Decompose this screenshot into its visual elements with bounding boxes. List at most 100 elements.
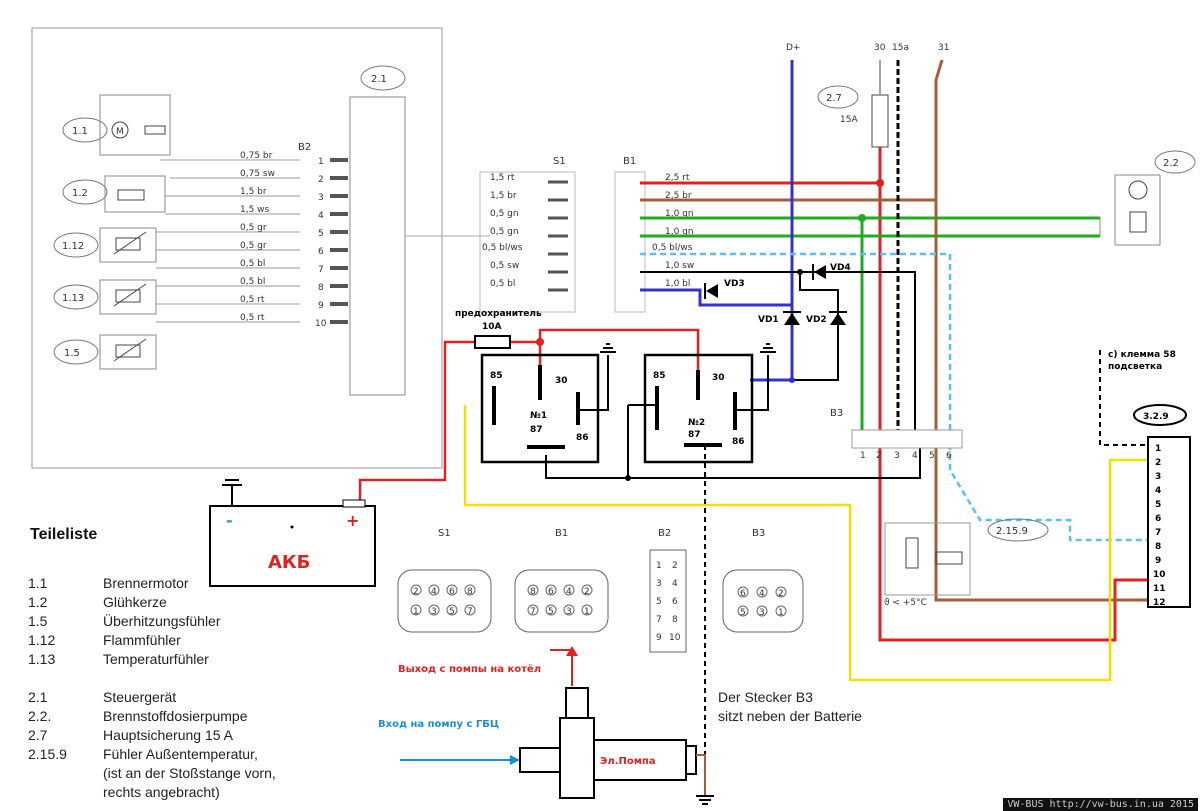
svg-text:7: 7 (1155, 528, 1161, 538)
svg-text:0,5 rt: 0,5 rt (240, 295, 265, 305)
b1-label: B1 (623, 156, 636, 167)
svg-text:VD2: VD2 (806, 315, 827, 325)
svg-text:2,5 br: 2,5 br (665, 191, 692, 201)
ground-icon (600, 343, 616, 353)
svg-text:ϑ < +5°C: ϑ < +5°C (884, 598, 927, 608)
svg-text:10: 10 (669, 633, 681, 643)
svg-text:подсветка: подсветка (1108, 362, 1162, 372)
svg-text:0,5 bl: 0,5 bl (240, 259, 265, 269)
svg-text:2: 2 (413, 587, 419, 597)
watermark: VW-BUS http://vw-bus.in.ua 2015 (1003, 798, 1198, 811)
svg-text:7: 7 (318, 265, 324, 275)
svg-text:5: 5 (1155, 500, 1161, 510)
heater-unit-outline (31, 27, 443, 469)
svg-text:5: 5 (449, 607, 455, 617)
terminal-15a: 15a (892, 43, 909, 53)
relay-2: 85 30 №2 87 86 (628, 343, 776, 464)
svg-text:Вход на помпу с ГБЦ: Вход на помпу с ГБЦ (378, 719, 499, 730)
svg-text:S1: S1 (438, 528, 451, 539)
svg-text:№2: №2 (688, 418, 705, 428)
svg-text:1: 1 (860, 451, 866, 461)
svg-text:6: 6 (449, 587, 455, 597)
svg-text:предохранитель: предохранитель (455, 309, 542, 319)
svg-text:11: 11 (1153, 584, 1166, 594)
svg-text:0,5 gn: 0,5 gn (490, 227, 519, 237)
glow-plug-icon (117, 189, 145, 201)
svg-text:0,5 sw: 0,5 sw (490, 261, 519, 271)
parts-list-heading: Teileliste (30, 526, 98, 543)
svg-text:0,75 br: 0,75 br (240, 151, 273, 161)
svg-text:2.2: 2.2 (1163, 158, 1179, 169)
svg-text:3: 3 (566, 607, 572, 617)
svg-text:10A: 10A (482, 322, 502, 332)
svg-text:1,5 ws: 1,5 ws (240, 205, 270, 215)
svg-text:3: 3 (894, 451, 900, 461)
svg-text:2: 2 (778, 589, 784, 599)
component-1-1: 1.1 M (62, 94, 171, 156)
component-2-15-9: 2.15.9 (987, 518, 1049, 542)
battery: - + АКБ (209, 479, 376, 587)
svg-text:-: - (226, 511, 233, 530)
svg-text:7: 7 (530, 607, 536, 617)
svg-text:4: 4 (566, 587, 572, 597)
svg-text:87: 87 (530, 425, 543, 435)
svg-text:+: + (346, 511, 359, 530)
svg-text:VD3: VD3 (724, 279, 745, 289)
svg-text:3: 3 (656, 579, 662, 589)
svg-text:5: 5 (929, 451, 935, 461)
svg-text:1.5: 1.5 (64, 348, 80, 359)
b3-location-note: Der Stecker B3 sitzt neben der Batterie (718, 689, 862, 724)
ground-icon (760, 343, 776, 353)
svg-text:1: 1 (413, 607, 419, 617)
relay-1: 85 30 №1 87 86 (480, 343, 616, 464)
svg-text:2: 2 (318, 175, 324, 185)
svg-text:2: 2 (1155, 458, 1161, 468)
svg-text:3: 3 (318, 193, 324, 203)
b3-face: B3 6 4 2 5 3 1 (722, 528, 804, 633)
diode-vd1: VD1 (758, 311, 801, 325)
svg-text:1,0 gn: 1,0 gn (665, 209, 694, 219)
svg-text:85: 85 (653, 371, 666, 381)
svg-text:АКБ: АКБ (268, 552, 310, 573)
svg-text:1,5 br: 1,5 br (490, 191, 517, 201)
prefuse-10a: предохранитель 10A (455, 309, 542, 349)
svg-text:2: 2 (876, 451, 882, 461)
b1-connector: 2,5 rt 2,5 br 1,0 gn 1,0 gn 0,5 bl/ws 1,… (614, 171, 694, 313)
connector-block-3-2-9: 1 2 3 4 5 6 7 8 9 10 11 12 (1147, 436, 1191, 608)
svg-text:4: 4 (759, 589, 765, 599)
svg-text:1: 1 (584, 607, 590, 617)
svg-text:30: 30 (555, 376, 568, 386)
svg-text:2: 2 (672, 561, 678, 571)
svg-text:9: 9 (1155, 556, 1161, 566)
svg-text:1.13: 1.13 (62, 293, 84, 304)
svg-text:15A: 15A (840, 115, 858, 125)
svg-text:1: 1 (778, 608, 784, 618)
svg-text:2.15.9: 2.15.9 (996, 526, 1028, 537)
svg-text:1,0 bl: 1,0 bl (665, 279, 690, 289)
fuel-pump-2-2: 2.2 (1114, 150, 1196, 246)
svg-text:5: 5 (548, 607, 554, 617)
svg-text:9: 9 (318, 301, 324, 311)
terminal-31: 31 (938, 43, 949, 53)
s1-connector: 1,5 rt 1,5 br 0,5 gn 0,5 gn 0,5 bl/ws 0,… (405, 171, 576, 313)
diode-vd4: VD4 (812, 263, 851, 280)
svg-text:30: 30 (712, 373, 725, 383)
svg-text:B2: B2 (658, 528, 671, 539)
svg-text:2,5 rt: 2,5 rt (665, 173, 690, 183)
svg-text:VD1: VD1 (758, 315, 779, 325)
overheat-sensor-icon (115, 344, 141, 358)
svg-text:4: 4 (912, 451, 918, 461)
svg-text:10: 10 (315, 319, 327, 329)
svg-text:0,75 sw: 0,75 sw (240, 169, 275, 179)
svg-text:1: 1 (656, 561, 662, 571)
s1-label: S1 (553, 156, 566, 167)
svg-text:12: 12 (1153, 598, 1166, 608)
svg-text:0,5 bl/ws: 0,5 bl/ws (482, 243, 523, 253)
svg-text:с) клемма 58: с) клемма 58 (1108, 350, 1176, 360)
svg-text:3: 3 (1155, 472, 1161, 482)
svg-text:3: 3 (759, 608, 765, 618)
